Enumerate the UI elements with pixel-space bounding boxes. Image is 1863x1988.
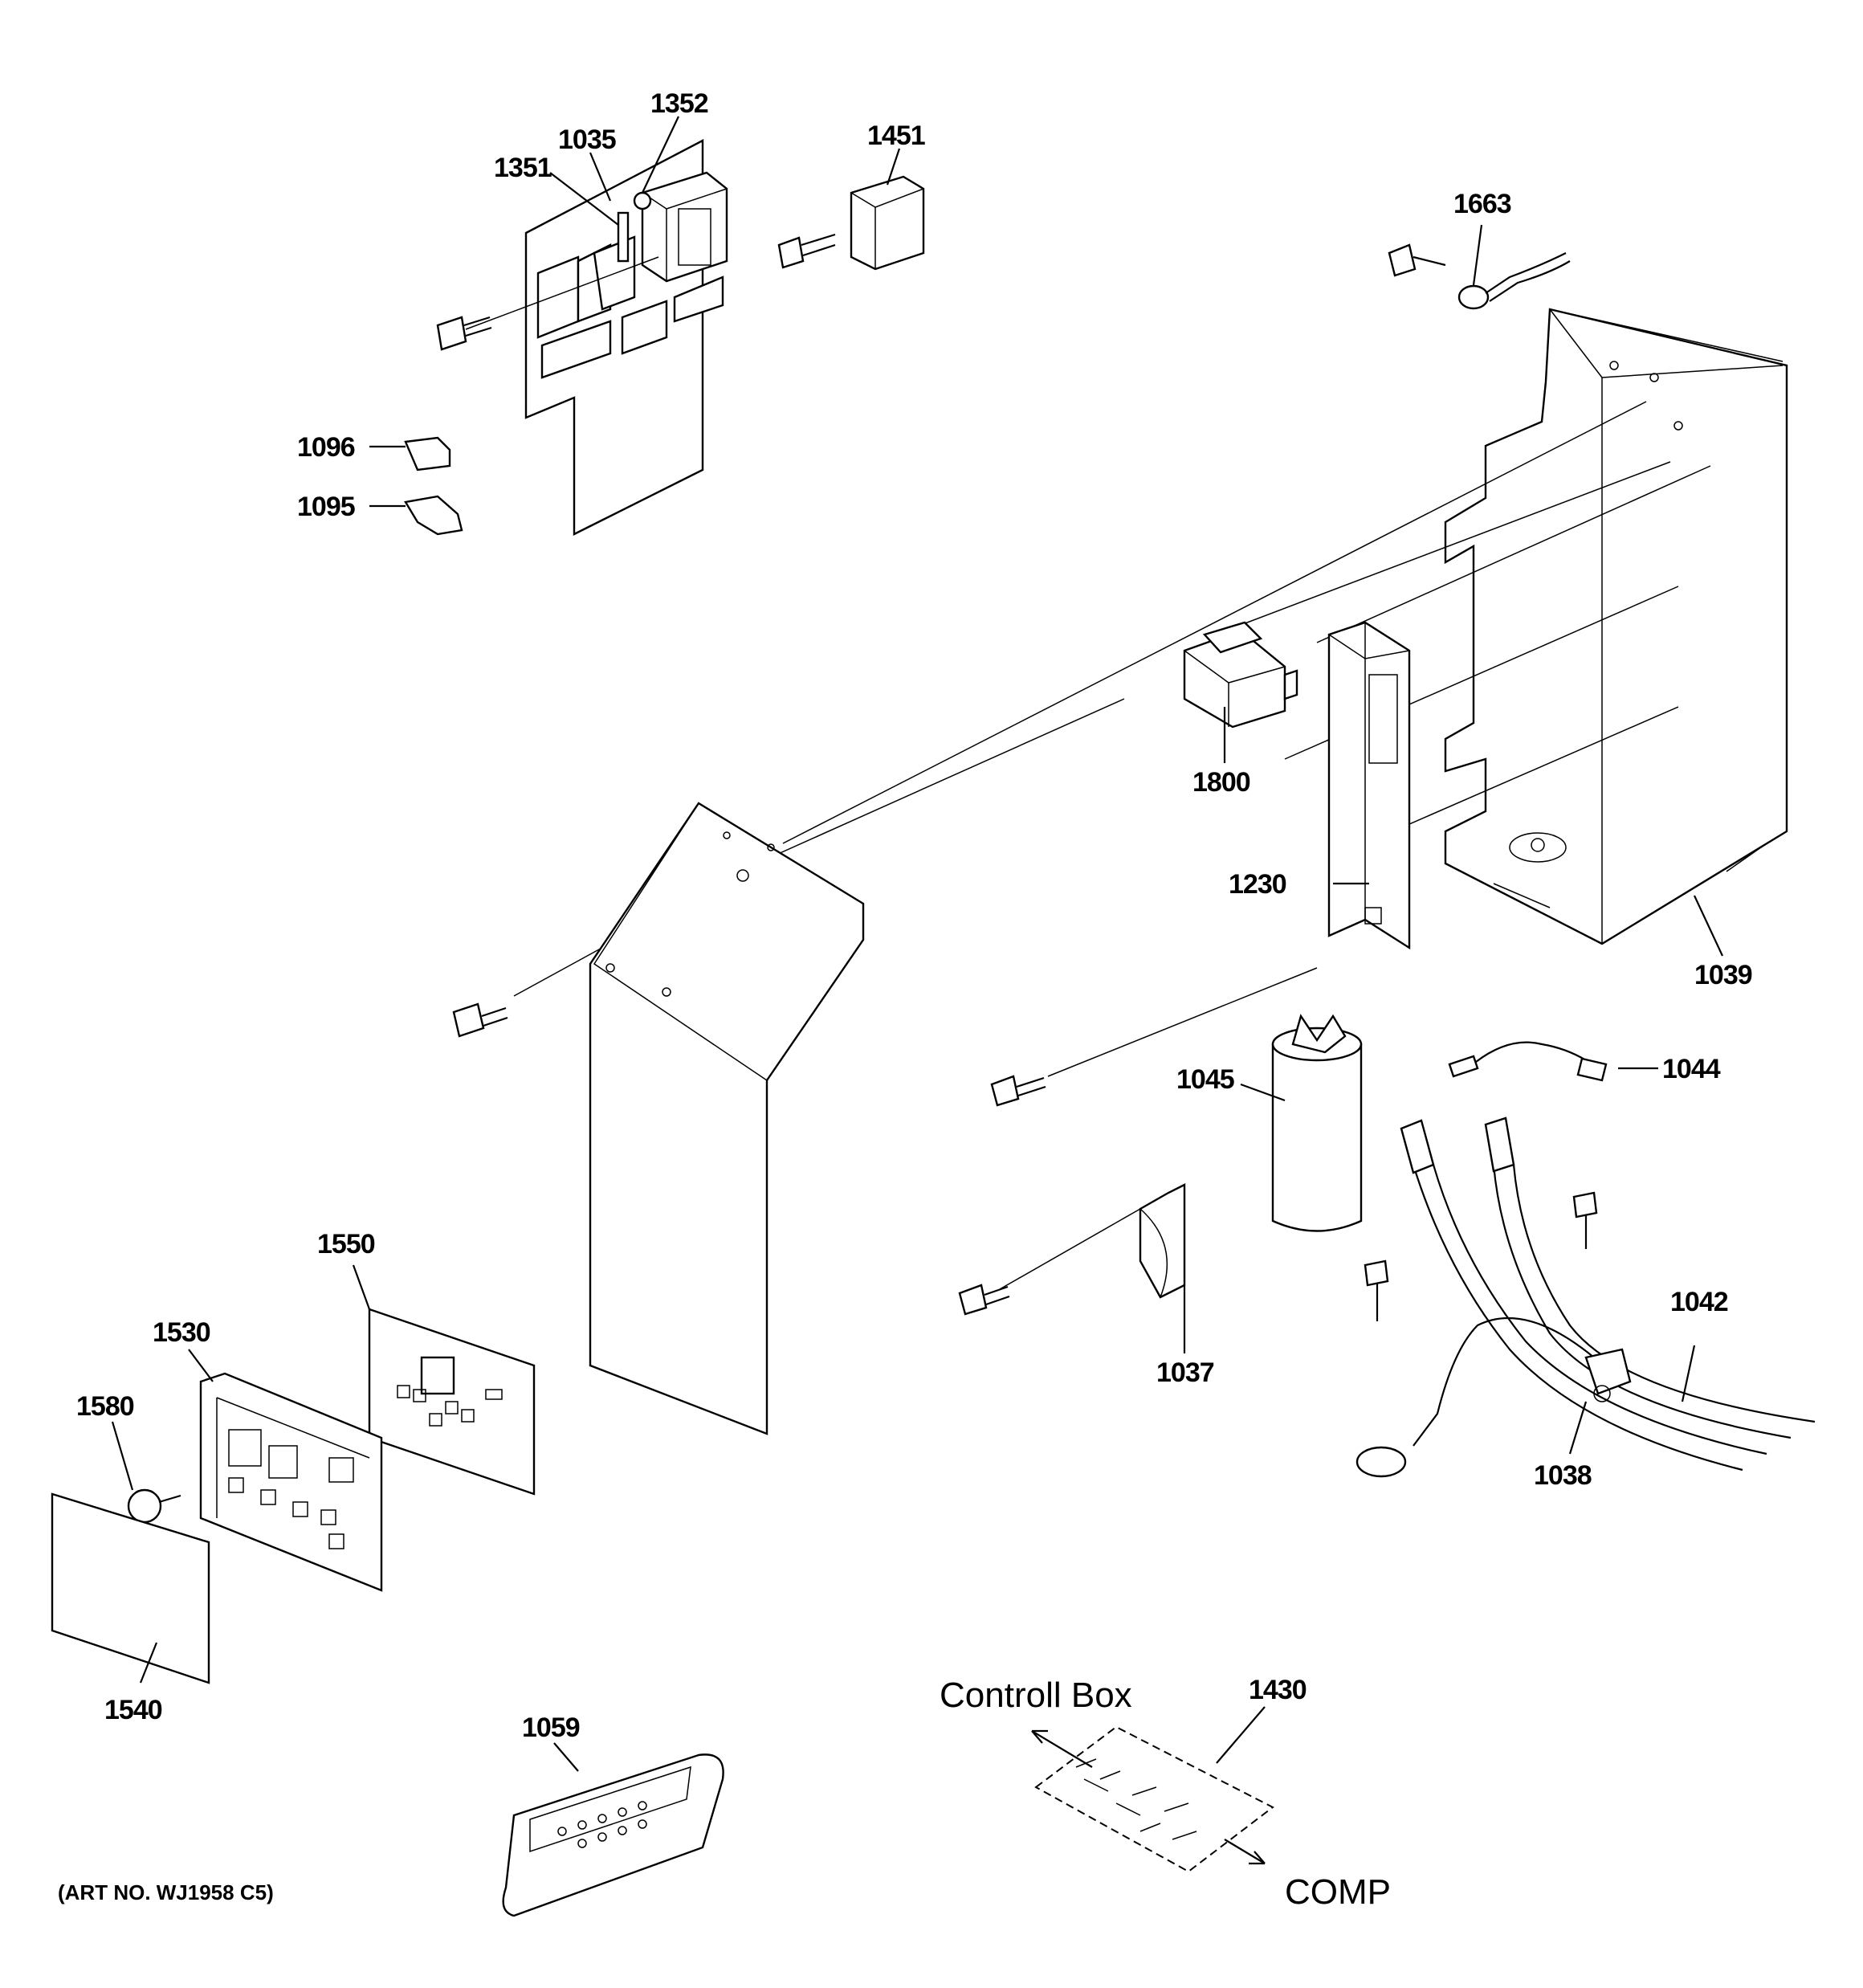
- wire-harness-1042: [1355, 1116, 1816, 1478]
- label-1451: 1451: [867, 120, 925, 151]
- label-1045: 1045: [1176, 1064, 1234, 1095]
- label-1550: 1550: [317, 1229, 375, 1259]
- board-screw: [436, 316, 492, 351]
- cover-panel: [589, 802, 865, 1435]
- capacitor-screw: [990, 1075, 1046, 1107]
- art-number: (ART NO. WJ1958 C5): [58, 1880, 274, 1904]
- label-1059: 1059: [522, 1712, 580, 1743]
- label-1042: 1042: [1670, 1287, 1728, 1317]
- label-1663: 1663: [1453, 189, 1511, 219]
- overlay-1540: [51, 1492, 210, 1684]
- leader-lines: [111, 116, 1723, 1772]
- label-1351: 1351: [494, 153, 552, 183]
- clip-1095: [369, 495, 463, 536]
- clip-1096: [369, 436, 451, 471]
- remote-1059: [502, 1753, 724, 1917]
- label-1037: 1037: [1156, 1357, 1214, 1388]
- relay-1451: [777, 175, 925, 271]
- label-control-box: Controll Box: [940, 1676, 1132, 1715]
- label-1530: 1530: [153, 1317, 210, 1348]
- jumper-wire-1044: [1448, 1041, 1608, 1082]
- transformer-1800: [1183, 621, 1298, 729]
- control-panel-1530: [199, 1372, 383, 1592]
- knob-screw-1580: [127, 1488, 181, 1524]
- display-pcb-1550: [368, 1308, 536, 1496]
- label-1540: 1540: [104, 1695, 162, 1725]
- label-1039: 1039: [1694, 960, 1752, 990]
- strap-screw: [958, 1284, 1010, 1316]
- wiring-label-1430: [1031, 1725, 1274, 1873]
- capacitor-1045: [1271, 1014, 1363, 1232]
- control-board-1035: [436, 139, 728, 536]
- label-comp: COMP: [1285, 1872, 1391, 1912]
- label-1096: 1096: [297, 432, 355, 463]
- label-1430: 1430: [1249, 1675, 1307, 1705]
- control-box-housing-1039: [1444, 308, 1788, 945]
- label-1044: 1044: [1662, 1054, 1721, 1084]
- panel-screw: [452, 1002, 508, 1038]
- label-1800: 1800: [1192, 767, 1250, 798]
- label-1352: 1352: [650, 88, 708, 119]
- label-1095: 1095: [297, 492, 355, 522]
- ground-lug-1663: [1388, 243, 1571, 310]
- clamp-1038: [1584, 1348, 1632, 1402]
- label-1035: 1035: [558, 125, 616, 155]
- label-1038: 1038: [1534, 1460, 1592, 1491]
- bracket-1230: [1327, 621, 1411, 950]
- label-1580: 1580: [76, 1391, 134, 1422]
- strap-1037: [1139, 1183, 1186, 1299]
- label-1230: 1230: [1229, 869, 1286, 900]
